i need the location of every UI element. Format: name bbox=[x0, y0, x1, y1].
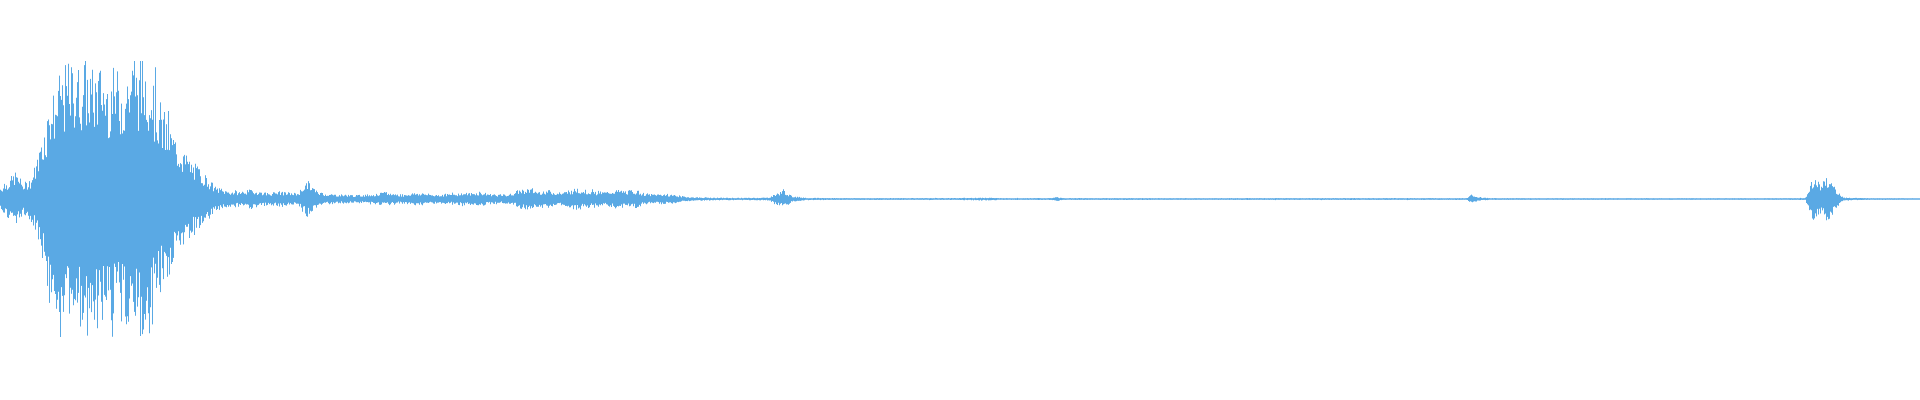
waveform-samples bbox=[0, 61, 1920, 337]
waveform-trace bbox=[0, 61, 1920, 337]
